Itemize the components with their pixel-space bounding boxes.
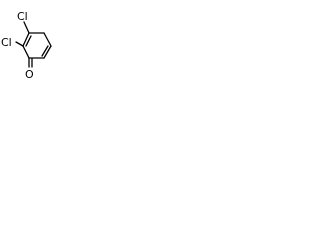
atom-chlorine-top: Cl (17, 10, 28, 23)
bond-c5-c6 (43, 45, 52, 59)
bond-c2-c3 (22, 32, 30, 47)
bond-c3-cl (23, 21, 30, 34)
bond-c2-c3-inner (25, 35, 32, 47)
atom-chlorine-left: Cl (1, 36, 12, 49)
bond-c2-cl (15, 41, 24, 47)
bond-c5-c6-inner (41, 45, 49, 57)
bond-c4-c5 (43, 32, 52, 47)
atom-oxygen: O (25, 68, 34, 81)
bond-c1-c2 (22, 45, 30, 59)
molecule-structure: Cl Cl O (1, 10, 52, 81)
